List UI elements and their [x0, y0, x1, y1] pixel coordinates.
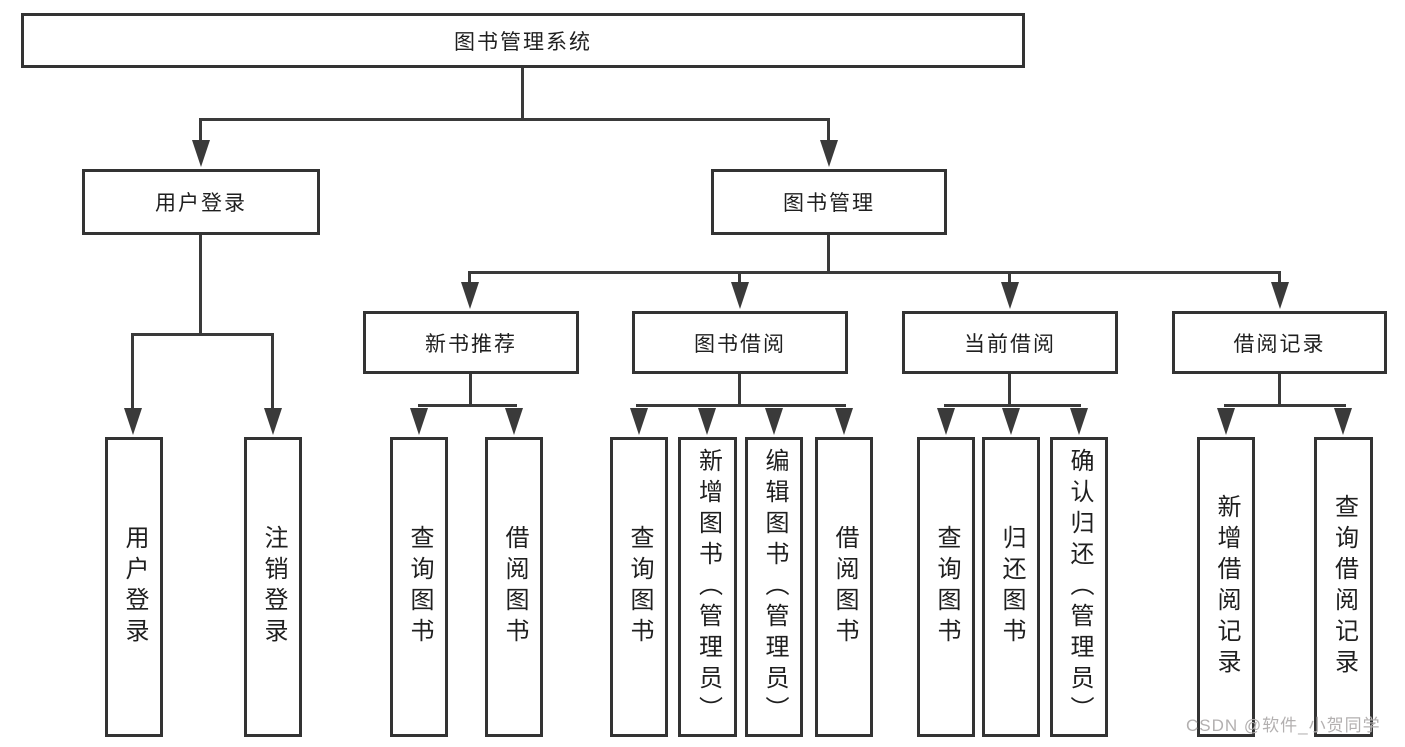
connector-line — [418, 404, 517, 407]
leaf-label: 查询图书 — [406, 525, 433, 649]
arrow-down-icon — [1334, 408, 1352, 435]
arrow-down-icon — [1070, 408, 1088, 435]
leaf-label: 注销登录 — [260, 525, 287, 649]
leaf-query-books-borrowing: 查询图书 — [610, 437, 668, 737]
arrow-down-icon — [1271, 282, 1289, 309]
leaf-label: 借阅图书 — [501, 525, 528, 649]
connector-line — [199, 119, 202, 143]
arrow-down-icon — [765, 408, 783, 435]
leaf-label: 查询图书 — [626, 525, 653, 649]
node-label: 图书借阅 — [694, 332, 786, 356]
connector-line — [1224, 404, 1346, 407]
connector-line — [944, 404, 1081, 407]
arrow-down-icon — [1217, 408, 1235, 435]
arrow-down-icon — [731, 282, 749, 309]
leaf-label: 借阅图书 — [831, 525, 858, 649]
node-label: 用户登录 — [155, 192, 247, 215]
connector-line — [468, 271, 1281, 274]
connector-line — [469, 374, 472, 407]
arrow-down-icon — [192, 140, 210, 167]
arrow-down-icon — [505, 408, 523, 435]
node-current-borrowing: 当前借阅 — [902, 311, 1118, 374]
connector-line — [738, 374, 741, 407]
arrow-down-icon — [698, 408, 716, 435]
connector-line — [199, 118, 830, 121]
node-label: 图书管理 — [783, 192, 875, 215]
csdn-watermark: CSDN @软件_小贺同学 — [1186, 716, 1381, 735]
leaf-confirm-return-admin: 确认归还（管理员） — [1050, 437, 1108, 737]
arrow-down-icon — [124, 408, 142, 435]
leaf-return-books: 归还图书 — [982, 437, 1040, 737]
node-label: 借阅记录 — [1233, 332, 1326, 356]
leaf-query-borrow-record: 查询借阅记录 — [1314, 437, 1373, 737]
arrow-down-icon — [461, 282, 479, 309]
leaf-borrow-books-recommend: 借阅图书 — [485, 437, 543, 737]
leaf-query-books-current: 查询图书 — [917, 437, 975, 737]
connector-line — [131, 334, 134, 410]
leaf-add-borrow-record: 新增借阅记录 — [1197, 437, 1255, 737]
arrow-down-icon — [630, 408, 648, 435]
connector-line — [827, 235, 830, 273]
arrow-down-icon — [835, 408, 853, 435]
connector-line — [131, 333, 274, 336]
connector-line — [1278, 272, 1281, 286]
leaf-logout: 注销登录 — [244, 437, 302, 737]
leaf-label: 编辑图书（管理员） — [761, 447, 788, 727]
leaf-edit-books-admin: 编辑图书（管理员） — [745, 437, 803, 737]
node-user-login: 用户登录 — [82, 169, 320, 235]
leaf-label: 查询图书 — [933, 525, 960, 649]
node-new-book-recommendation: 新书推荐 — [363, 311, 579, 374]
connector-line — [271, 334, 274, 410]
leaf-label: 用户登录 — [121, 525, 148, 649]
arrow-down-icon — [264, 408, 282, 435]
arrow-down-icon — [1002, 408, 1020, 435]
node-book-management: 图书管理 — [711, 169, 947, 235]
leaf-user-login: 用户登录 — [105, 437, 163, 737]
leaf-add-books-admin: 新增图书（管理员） — [678, 437, 737, 737]
leaf-label: 查询借阅记录 — [1330, 494, 1358, 680]
connector-line — [521, 68, 524, 120]
arrow-down-icon — [410, 408, 428, 435]
connector-line — [199, 235, 202, 335]
node-label: 图书管理系统 — [454, 30, 592, 54]
connector-line — [738, 272, 741, 286]
leaf-borrow-books: 借阅图书 — [815, 437, 873, 737]
connector-line — [1008, 272, 1011, 286]
leaf-label: 新增图书（管理员） — [694, 447, 722, 727]
connector-line — [1008, 374, 1011, 407]
leaf-label: 新增借阅记录 — [1213, 494, 1240, 680]
leaf-label: 归还图书 — [998, 525, 1025, 649]
node-borrowing-records: 借阅记录 — [1172, 311, 1387, 374]
connector-line — [636, 404, 846, 407]
node-label: 当前借阅 — [964, 332, 1056, 356]
arrow-down-icon — [1001, 282, 1019, 309]
node-label: 新书推荐 — [425, 332, 517, 356]
connector-line — [1278, 374, 1281, 407]
connector-line — [827, 119, 830, 143]
arrow-down-icon — [820, 140, 838, 167]
leaf-query-books-recommend: 查询图书 — [390, 437, 448, 737]
arrow-down-icon — [937, 408, 955, 435]
leaf-label: 确认归还（管理员） — [1066, 447, 1093, 727]
connector-line — [468, 272, 471, 286]
node-library-management-system: 图书管理系统 — [21, 13, 1025, 68]
node-book-borrowing: 图书借阅 — [632, 311, 848, 374]
